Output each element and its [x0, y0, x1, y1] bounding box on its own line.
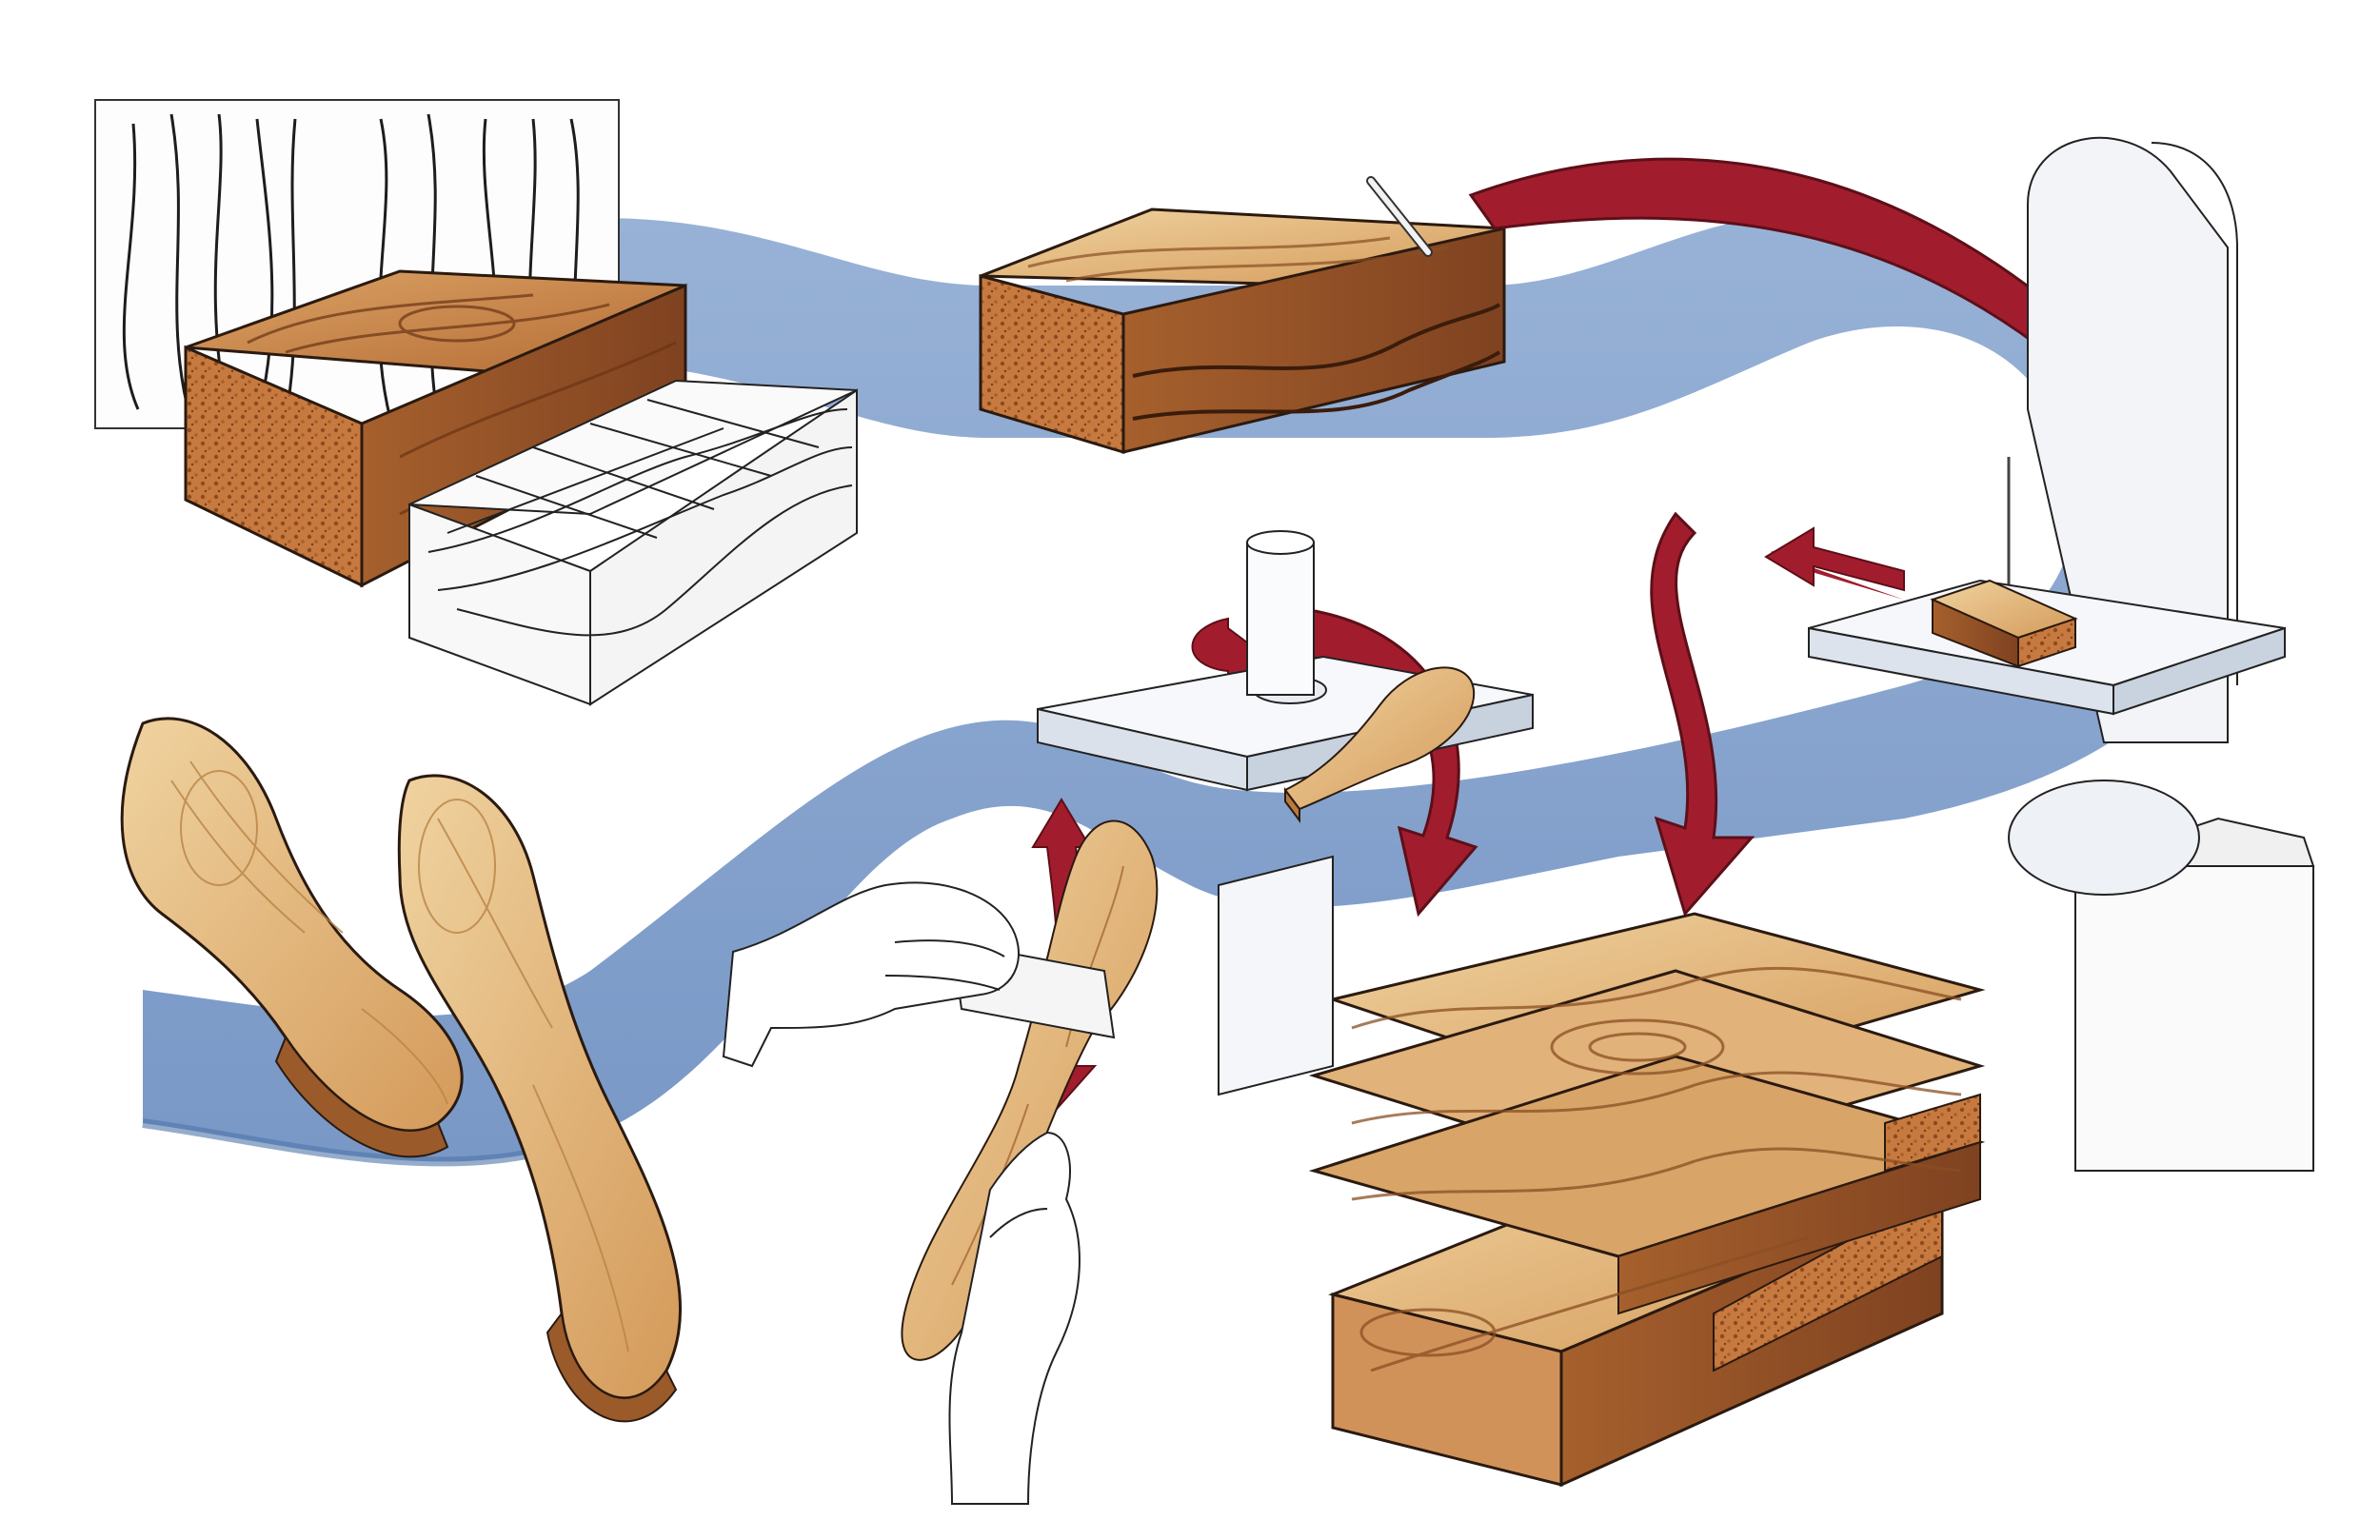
finished-spoon-icon [120, 717, 464, 1158]
wireframe-block-icon [408, 379, 858, 706]
hand-icon [722, 881, 1020, 1068]
wood-block-icon [184, 269, 687, 588]
marked-block-icon [979, 207, 1506, 455]
finished-spoon-icon [397, 774, 682, 1423]
rough-spoon-icon [1283, 666, 1476, 823]
hand-icon [948, 1131, 1081, 1505]
pencil-icon [1366, 176, 1433, 257]
sliced-stack-icon [1308, 912, 1986, 1488]
clamped-block-icon [1930, 579, 2078, 668]
arrow-to-slices-icon [1650, 511, 1755, 918]
arrow-from-bandsaw-icon [1764, 526, 1905, 600]
